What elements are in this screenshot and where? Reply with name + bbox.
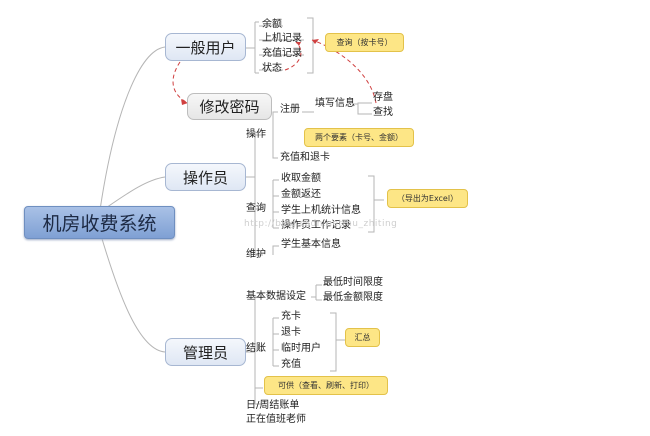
user-item-balance: 余额 — [262, 19, 282, 30]
register-fill-info: 填写信息 — [315, 98, 355, 109]
branch-change-password[interactable]: 修改密码 — [187, 93, 272, 120]
arrowhead-password — [181, 99, 188, 105]
root-node[interactable]: 机房收费系统 — [24, 206, 175, 239]
operate-recharge-refund: 充值和退卡 — [280, 152, 330, 163]
operator-query-label: 查询 — [246, 203, 266, 214]
query-item-collected: 收取金额 — [281, 173, 321, 184]
basic-min-amount: 最低金额限度 — [323, 292, 383, 303]
note-two-elements: 两个要素（卡号、金额） — [304, 128, 414, 147]
bracket-checkout-right — [330, 312, 345, 372]
branch-user[interactable]: 一般用户 — [165, 33, 246, 61]
admin-daily-weekly-bill: 日/周结账单 — [246, 400, 300, 411]
dashed-arrow-find-records — [311, 39, 377, 104]
query-item-student-stats: 学生上机统计信息 — [281, 205, 361, 216]
arrowhead-records — [312, 39, 319, 44]
query-item-refund: 金额返还 — [281, 189, 321, 200]
dashed-arrow-records-card — [284, 41, 302, 71]
basic-min-time: 最低时间限度 — [323, 277, 383, 288]
admin-basic-settings: 基本数据设定 — [246, 291, 306, 302]
maintain-student-info: 学生基本信息 — [281, 239, 341, 250]
arrowhead-card — [296, 42, 301, 46]
bracket-user-right — [307, 17, 314, 74]
branch-operator[interactable]: 操作员 — [165, 163, 246, 191]
checkout-item-recharge: 充值 — [281, 359, 301, 370]
note-query-by-card: 查询（按卡号） — [325, 33, 404, 52]
checkout-item-refund: 退卡 — [281, 327, 301, 338]
user-item-recharge-records: 充值记录 — [262, 48, 302, 59]
checkout-item-temp-user: 临时用户 — [281, 343, 321, 354]
link-root-admin — [99, 231, 166, 353]
note-export-excel: （导出为Excel） — [387, 189, 468, 208]
link-root-user — [99, 46, 166, 211]
operate-register: 注册 — [280, 104, 300, 115]
register-find: 查找 — [373, 107, 393, 118]
admin-checkout-label: 结账 — [246, 343, 266, 354]
bracket-user — [254, 21, 259, 74]
note-view-refresh-print: 可供（查看、刷新、打印） — [264, 376, 388, 395]
register-save: 存盘 — [373, 92, 393, 103]
bracket-query-right — [368, 175, 384, 233]
admin-on-duty-teacher: 正在值班老师 — [246, 414, 306, 425]
note-summary: 汇总 — [345, 328, 380, 347]
operator-maintain-label: 维护 — [246, 249, 266, 260]
dashed-arrow-user-password — [172, 61, 189, 104]
branch-admin[interactable]: 管理员 — [165, 338, 246, 366]
user-item-status: 状态 — [262, 63, 282, 74]
operator-operate-label: 操作 — [246, 129, 266, 140]
checkout-item-card: 充卡 — [281, 311, 301, 322]
user-item-usage-records: 上机记录 — [262, 33, 302, 44]
query-item-operator-log: 操作员工作记录 — [281, 220, 351, 231]
watermark: http://blog.csdn.net/hu_zhiting — [244, 219, 398, 229]
